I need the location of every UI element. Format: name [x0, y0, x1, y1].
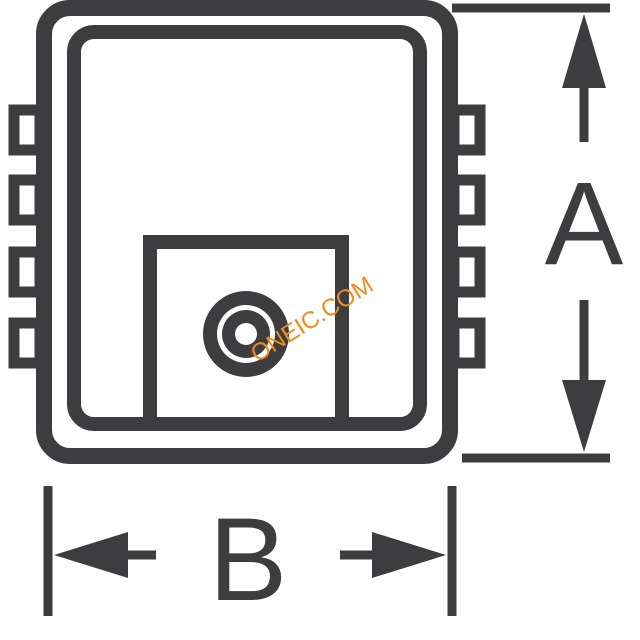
- package-body: [36, 0, 458, 464]
- dimension-a: A: [452, 3, 624, 463]
- sensor-window-frame: [143, 235, 349, 424]
- dimension-b-label: B: [209, 494, 288, 626]
- right-pin-4: [448, 317, 486, 369]
- right-pin-3: [448, 246, 486, 298]
- left-pin-2: [8, 174, 46, 226]
- sensor-port-hole: [235, 323, 257, 345]
- left-pin-3: [8, 246, 46, 298]
- right-pins: [448, 104, 486, 369]
- package-outer-outline: [36, 0, 458, 464]
- left-pins: [8, 104, 46, 369]
- dimension-a-down-arrowhead: [562, 380, 606, 452]
- right-pin-1: [448, 104, 486, 156]
- dimension-b-right-arrowhead: [372, 532, 446, 578]
- sensor-window: [143, 235, 349, 424]
- left-pin-1: [8, 104, 46, 156]
- dimension-b-left-arrowhead: [54, 532, 128, 578]
- dimension-a-up-arrowhead: [562, 14, 606, 88]
- dimension-a-label: A: [545, 158, 624, 290]
- dimension-b: B: [43, 486, 457, 626]
- right-pin-2: [448, 174, 486, 226]
- left-pin-4: [8, 317, 46, 369]
- package-inner-outline: [67, 25, 427, 431]
